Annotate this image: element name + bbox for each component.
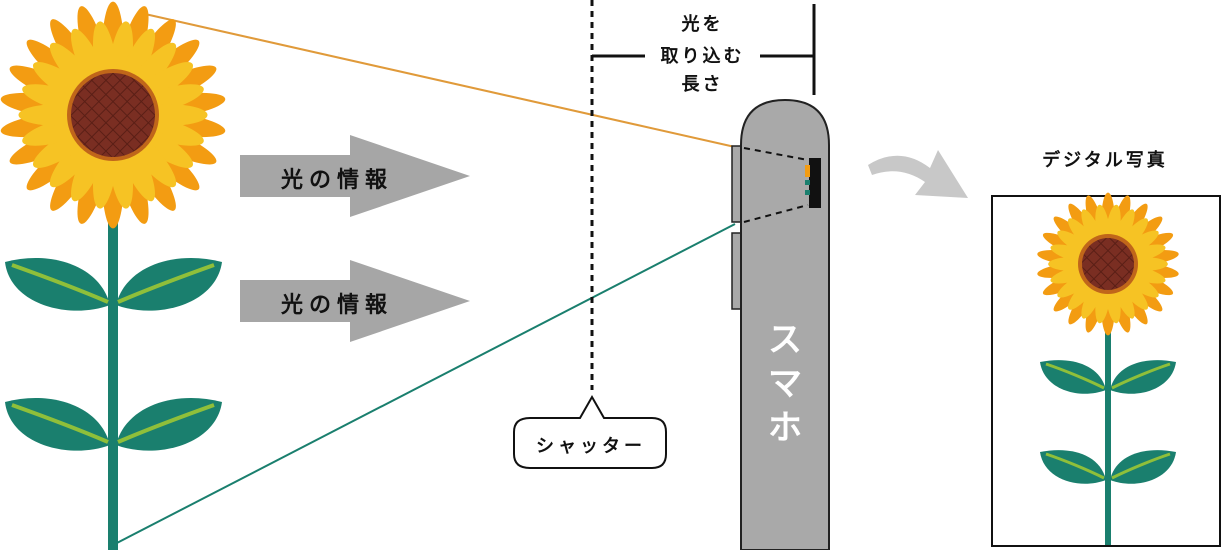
flower-head [0, 1, 226, 229]
light-info-label-2: 光の情報 [280, 293, 393, 318]
flower-center [71, 73, 155, 157]
leaf-lower-right [116, 397, 222, 451]
shutter-length-bracket [592, 4, 816, 95]
output-arrow [868, 150, 968, 198]
shutter-length-label-2: 取り込む [660, 46, 745, 67]
digital-photo [991, 192, 1221, 547]
photo-leaf-upper-left [1040, 360, 1106, 394]
smartphone [731, 98, 830, 550]
photo-stem [1105, 320, 1111, 545]
phone-body [740, 98, 830, 550]
phone-label-char-2: マ [768, 364, 802, 404]
flower-center [1082, 238, 1134, 290]
ray-bottom [112, 223, 736, 546]
leaf-lower-left [5, 397, 110, 451]
photo-leaf-lower-right [1110, 450, 1176, 484]
leaf-upper-left [5, 257, 110, 311]
photo-leaf-lower-left [1040, 450, 1106, 484]
photo-leaf-upper-right [1110, 360, 1176, 394]
ray-top [144, 13, 736, 148]
light-info-arrow-1 [240, 135, 470, 217]
light-info-label-1: 光の情報 [280, 168, 393, 193]
light-info-arrow-2 [240, 260, 470, 342]
shutter-label: シャッター [536, 436, 646, 457]
shutter-length-label-3: 長さ [681, 74, 724, 95]
stem [108, 200, 118, 550]
digital-photo-label: デジタル写真 [1042, 150, 1168, 171]
sunflower-subject [0, 1, 226, 550]
leaf-upper-right [116, 257, 222, 311]
photo-flower-head [1037, 192, 1179, 336]
phone-label-char-3: ホ [768, 408, 802, 448]
shutter-callout [513, 394, 667, 469]
phone-label-char-1: ス [768, 320, 802, 360]
shutter-length-label-1: 光を [681, 14, 724, 35]
image-sensor [809, 158, 821, 208]
